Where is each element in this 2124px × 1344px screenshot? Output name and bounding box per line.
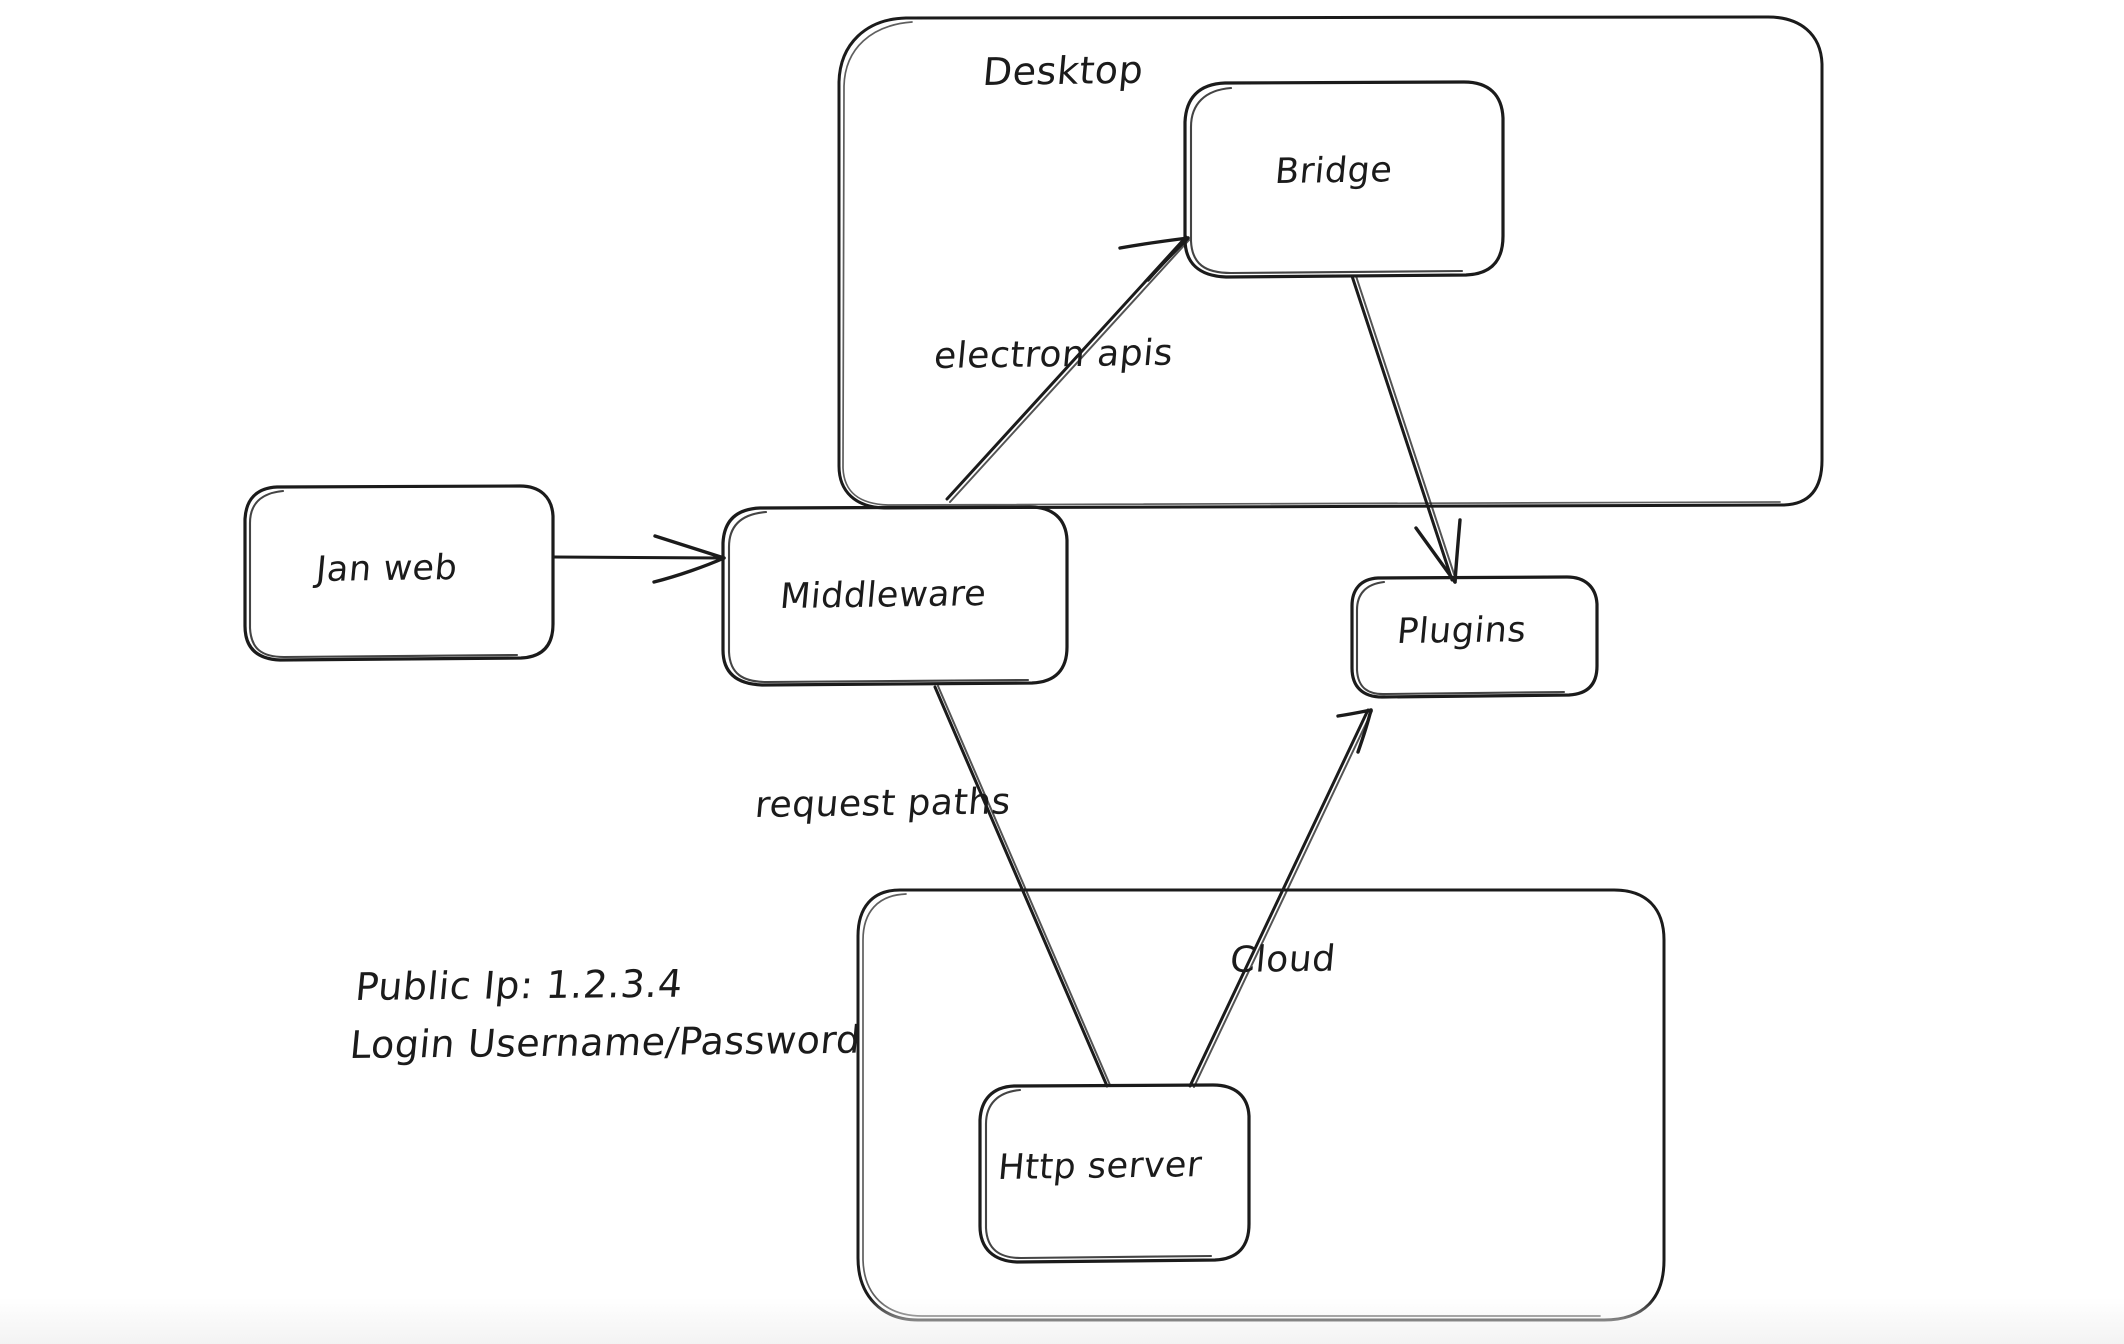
notes-block: Public Ip: 1.2.3.4 Login Username/Passwo…	[348, 957, 869, 1068]
note-public-ip: Public Ip: 1.2.3.4	[353, 961, 685, 1009]
node-label-http-server: Http server	[996, 1145, 1204, 1188]
edge-jan-web-to-middleware[interactable]	[552, 534, 726, 584]
edge-bridge-to-plugins[interactable]	[1350, 274, 1462, 584]
node-bridge[interactable]	[1183, 80, 1505, 279]
container-desktop[interactable]	[837, 15, 1824, 510]
node-label-middleware: Middleware	[778, 574, 989, 617]
node-label-jan-web: Jan web	[314, 548, 460, 590]
node-plugins[interactable]	[1350, 575, 1599, 699]
node-middleware[interactable]	[721, 505, 1069, 687]
note-login: Login Username/Password	[348, 1017, 863, 1068]
node-http-server[interactable]	[978, 1083, 1251, 1264]
edge-http-server-to-plugins[interactable]	[1188, 708, 1373, 1088]
container-cloud[interactable]	[856, 888, 1666, 1322]
edge-label-electron-apis: electron apis	[932, 332, 1175, 377]
node-label-plugins: Plugins	[1395, 610, 1529, 652]
edge-middleware-to-http-server[interactable]	[933, 685, 1111, 1088]
edge-middleware-to-bridge[interactable]	[945, 235, 1190, 503]
edge-label-cloud: Cloud	[1228, 938, 1338, 981]
container-label-desktop: Desktop	[980, 47, 1146, 94]
node-label-bridge: Bridge	[1273, 150, 1395, 192]
node-jan-web[interactable]	[243, 484, 555, 662]
edge-label-request-paths: request paths	[753, 781, 1013, 826]
